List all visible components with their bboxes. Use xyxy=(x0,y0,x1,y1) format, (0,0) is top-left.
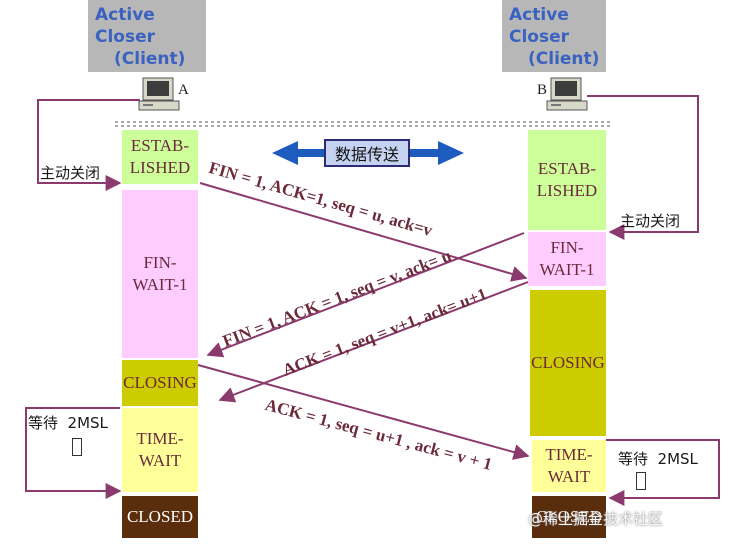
msg4-arrow xyxy=(197,364,530,460)
right-state-closed: CLOSED xyxy=(532,496,606,538)
left-fin-line1: FIN- xyxy=(143,253,177,272)
left-closer-box: Active Closer (Client) xyxy=(88,0,206,72)
right-fin-line2: WAIT-1 xyxy=(539,260,595,279)
right-state-established: ESTAB- LISHED xyxy=(528,130,606,230)
msg2-arrow xyxy=(206,232,525,358)
right-tw-line1: TIME- xyxy=(545,445,593,464)
left-closing-label: CLOSING xyxy=(123,373,197,392)
wait-2msl-right-label: 等待 2MSL xyxy=(618,450,698,468)
active-close-left-label: 主动关闭 xyxy=(40,164,101,182)
wait-2msl-left-label: 等待 2MSL xyxy=(28,414,108,432)
right-closer-line1: Active xyxy=(509,5,569,25)
left-state-fin-wait-1: FIN- WAIT-1 xyxy=(122,190,198,358)
right-closer-line3: (Client) xyxy=(528,49,600,69)
right-state-closing: CLOSING xyxy=(530,290,606,436)
computer-a-icon xyxy=(138,77,180,111)
right-placeholder-glyph xyxy=(636,472,646,490)
left-closed-label: CLOSED xyxy=(126,507,194,526)
left-tw-line1: TIME- xyxy=(136,429,184,448)
active-close-right-arrow xyxy=(587,95,699,240)
left-estab-line1: ESTAB- xyxy=(130,136,190,155)
msg3-arrow xyxy=(218,281,529,403)
right-state-time-wait: TIME- WAIT xyxy=(532,440,606,492)
host-b-label: B xyxy=(537,82,548,98)
left-state-closed: CLOSED xyxy=(122,496,198,538)
right-closer-box: Active Closer (Client) xyxy=(502,0,606,72)
computer-b-icon xyxy=(546,77,588,111)
left-state-time-wait: TIME- WAIT xyxy=(122,408,198,492)
left-placeholder-glyph xyxy=(72,438,82,456)
active-close-right-label: 主动关闭 xyxy=(620,212,681,230)
right-closing-label: CLOSING xyxy=(531,353,605,372)
msg1-arrow xyxy=(199,182,528,282)
wait-left-arrow xyxy=(25,407,122,499)
left-closer-line3: (Client) xyxy=(114,49,186,69)
left-state-closing: CLOSING xyxy=(122,360,198,406)
right-estab-line2: LISHED xyxy=(536,181,598,200)
right-state-fin-wait-1: FIN- WAIT-1 xyxy=(528,232,606,286)
left-state-established: ESTAB- LISHED xyxy=(122,130,198,184)
active-close-left-arrow xyxy=(37,99,140,191)
right-closer-line2: Closer xyxy=(509,27,570,47)
data-transfer-box: 数据传送 xyxy=(324,139,410,167)
right-estab-line1: ESTAB- xyxy=(537,159,597,178)
right-tw-line2: WAIT xyxy=(547,467,591,486)
left-closer-line2: Closer xyxy=(95,27,156,47)
wait-right-arrow xyxy=(606,439,720,506)
left-estab-line2: LISHED xyxy=(129,158,191,177)
left-closer-line1: Active xyxy=(95,5,155,25)
left-tw-line2: WAIT xyxy=(138,451,182,470)
right-fin-line1: FIN- xyxy=(550,238,584,257)
host-a-label: A xyxy=(178,82,189,98)
data-transfer-arrow xyxy=(272,141,464,165)
watermark: @稀土掘金技术社区 xyxy=(528,510,664,528)
left-fin-line2: WAIT-1 xyxy=(132,275,188,294)
right-closed-label: CLOSED xyxy=(535,507,603,526)
